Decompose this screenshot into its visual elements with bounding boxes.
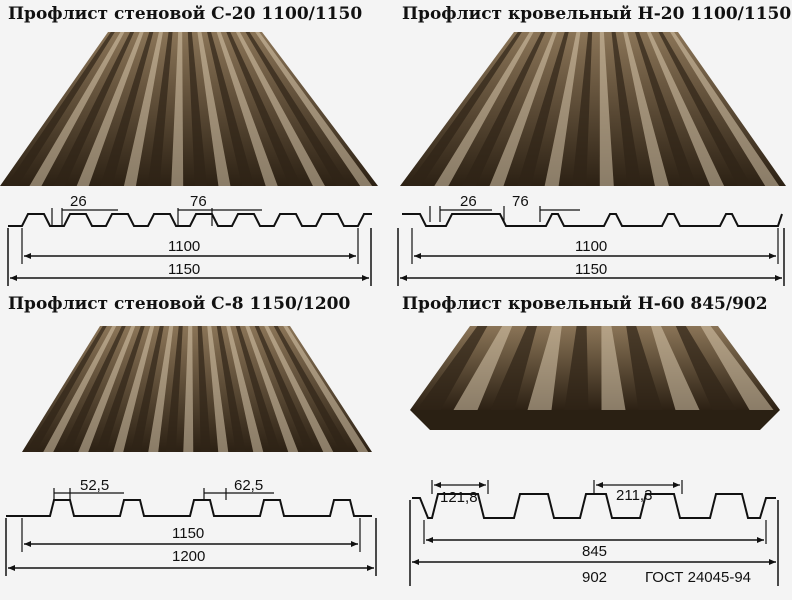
dim-working-width-n20: 1100 bbox=[575, 238, 607, 255]
profile-section-n20 bbox=[402, 213, 783, 227]
sheet-rib bbox=[626, 326, 663, 410]
sheet-rib bbox=[434, 32, 534, 186]
sheet-rib bbox=[53, 32, 135, 186]
sheet-rib bbox=[187, 32, 207, 186]
sheet-rib bbox=[5, 32, 115, 186]
sheet-rib bbox=[601, 326, 626, 410]
dim-full-width-c20: 1150 bbox=[168, 261, 200, 278]
dim-rib-pitch-n60: 211,3 bbox=[616, 487, 652, 504]
dim-working-width-c8: 1150 bbox=[172, 525, 204, 542]
dim-working-width-n60: 845 bbox=[582, 543, 607, 560]
panel-title-c8: Профлист стеновой С-8 1150/1200 bbox=[8, 294, 351, 314]
sheet-rib bbox=[207, 326, 229, 452]
dimensions-c20: 26 76 1100 1150 bbox=[7, 193, 372, 286]
sheet-rib bbox=[183, 326, 194, 452]
sheet-rib bbox=[264, 326, 334, 452]
sheet-rib bbox=[25, 326, 107, 452]
sheet-rib bbox=[611, 32, 642, 186]
sheet-rib bbox=[572, 32, 593, 186]
sheet-rib bbox=[623, 32, 669, 186]
sheet-rib bbox=[216, 326, 246, 452]
dim-rib-pitch-c8: 62,5 bbox=[234, 477, 263, 494]
dimensions-n20: 26 76 1100 1150 bbox=[397, 193, 785, 286]
sheet-rib bbox=[527, 326, 562, 410]
sheet-rib bbox=[675, 326, 737, 410]
sheet-rib bbox=[216, 32, 278, 186]
sheet-rib bbox=[197, 32, 231, 186]
sheet-rib bbox=[490, 326, 537, 410]
sheet-rib bbox=[544, 32, 581, 186]
sheet-rib bbox=[123, 32, 163, 186]
sheet-rib bbox=[245, 32, 349, 186]
sheet-rib bbox=[283, 326, 369, 452]
dim-rib-pitch-n20: 76 bbox=[512, 193, 529, 210]
sheet-rib bbox=[599, 32, 614, 186]
sheet-rib bbox=[658, 32, 752, 186]
sheet-rib bbox=[670, 32, 780, 186]
sheet-rib bbox=[273, 326, 351, 452]
sheet-rib bbox=[254, 326, 316, 452]
sheet-rib bbox=[406, 32, 522, 186]
dim-rib-pitch-c20: 76 bbox=[190, 193, 207, 210]
dimensions-n60: 121,8 211,3 845 902 ГОСТ 24045-94 bbox=[409, 480, 779, 586]
sheet-rib bbox=[489, 32, 557, 186]
sheet-image-c20 bbox=[0, 32, 378, 186]
panel-title-n60: Профлист кровельный Н-60 845/902 bbox=[402, 294, 768, 314]
sheet-rib bbox=[113, 326, 155, 452]
panel-title-n20: Профлист кровельный Н-20 1100/1150 bbox=[402, 4, 792, 24]
dimensions-c8: 52,5 62,5 1150 1200 bbox=[5, 477, 377, 576]
sheet-rib bbox=[165, 326, 183, 452]
dim-rib-top-c8: 52,5 bbox=[80, 477, 109, 494]
dim-rib-top-n60: 121,8 bbox=[440, 489, 478, 506]
sheet-rib bbox=[76, 32, 144, 186]
sheet-rib bbox=[171, 32, 184, 186]
dim-rib-top-c20: 26 bbox=[70, 193, 87, 210]
sheet-rib bbox=[453, 326, 513, 410]
sheet-rib bbox=[197, 326, 211, 452]
sheet-rib bbox=[416, 326, 488, 410]
sheet-rib bbox=[43, 326, 117, 452]
sheet-rib bbox=[235, 326, 281, 452]
sheet-rib bbox=[255, 32, 373, 186]
sheet-rib bbox=[245, 326, 299, 452]
sheet-rib bbox=[95, 326, 145, 452]
sheet-rib bbox=[147, 32, 173, 186]
sheet-rib bbox=[148, 326, 174, 452]
sheet-rib bbox=[226, 326, 264, 452]
sheet-rib bbox=[130, 326, 164, 452]
sheet-rib bbox=[461, 32, 546, 186]
sheet-image-n60 bbox=[410, 326, 780, 430]
sheet-rib bbox=[207, 32, 255, 186]
dim-working-width-c20: 1100 bbox=[168, 238, 200, 255]
dim-full-width-c8: 1200 bbox=[172, 548, 205, 565]
sheet-rib bbox=[29, 32, 125, 186]
sheet-rib bbox=[700, 326, 774, 410]
profile-section-n60 bbox=[412, 493, 776, 519]
sheet-rib bbox=[651, 326, 700, 410]
sheet-image-c8 bbox=[22, 326, 372, 452]
sheet-rib bbox=[235, 32, 325, 186]
dim-full-width-n20: 1150 bbox=[575, 261, 607, 278]
sheet-rib bbox=[60, 326, 126, 452]
sheet-image-n20 bbox=[400, 32, 786, 186]
sheet-rib bbox=[646, 32, 725, 186]
dim-full-width-n60: 902 bbox=[582, 569, 607, 586]
dim-rib-top-n20: 26 bbox=[460, 193, 477, 210]
sheet-rib bbox=[635, 32, 697, 186]
profile-section-c8 bbox=[6, 499, 372, 517]
sheet-rib bbox=[226, 32, 302, 186]
sheet-rib bbox=[78, 326, 136, 452]
profile-section-c20 bbox=[8, 213, 372, 227]
sheet-rib bbox=[517, 32, 569, 186]
sheet-rib bbox=[100, 32, 154, 186]
sheet-rib bbox=[564, 326, 589, 410]
gost-standard-label: ГОСТ 24045-94 bbox=[645, 569, 751, 586]
panel-title-c20: Профлист стеновой С-20 1100/1150 bbox=[8, 4, 363, 24]
